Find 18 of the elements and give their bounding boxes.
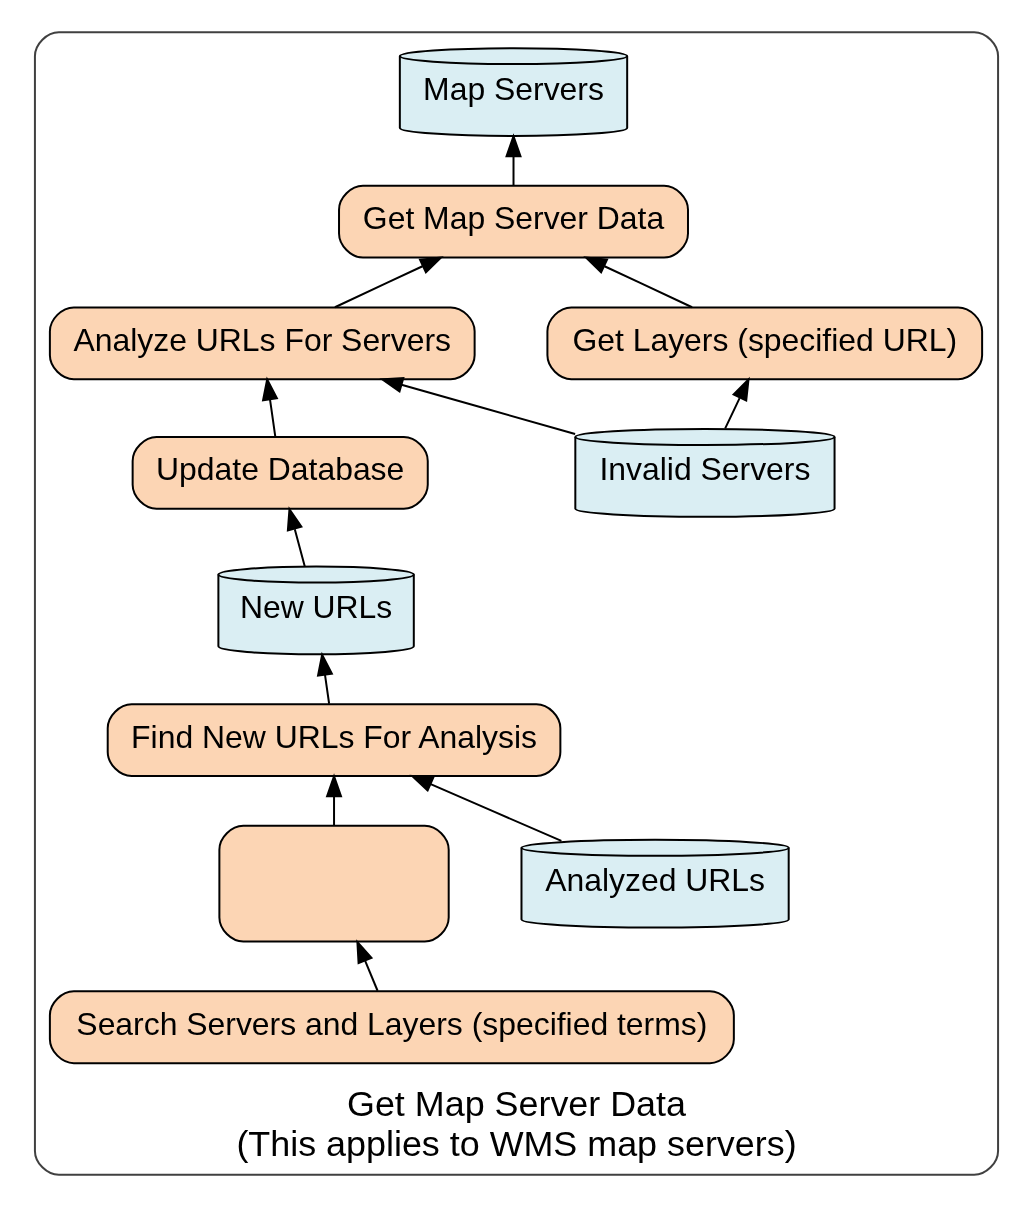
node-box: Get Layers (specified URL) <box>545 306 983 381</box>
arrow <box>325 773 342 827</box>
node-box: Search Servers and Layers (specified terms) <box>48 990 735 1065</box>
arrow <box>261 376 278 438</box>
arrow <box>355 939 379 992</box>
arrow <box>286 506 306 568</box>
arrow <box>316 651 333 705</box>
node-box: Find New URLs For Analysis <box>106 703 561 777</box>
node-box <box>217 824 450 943</box>
node-box: Get Map Server Data <box>337 184 689 259</box>
arrow <box>504 133 522 187</box>
node-box: Analyze URLs For Servers <box>48 306 476 381</box>
arrow <box>723 376 750 430</box>
arrow <box>582 256 693 309</box>
arrow <box>378 376 576 436</box>
arrow <box>408 774 562 842</box>
arrow <box>333 256 444 309</box>
node-box: Update Database <box>131 436 429 510</box>
